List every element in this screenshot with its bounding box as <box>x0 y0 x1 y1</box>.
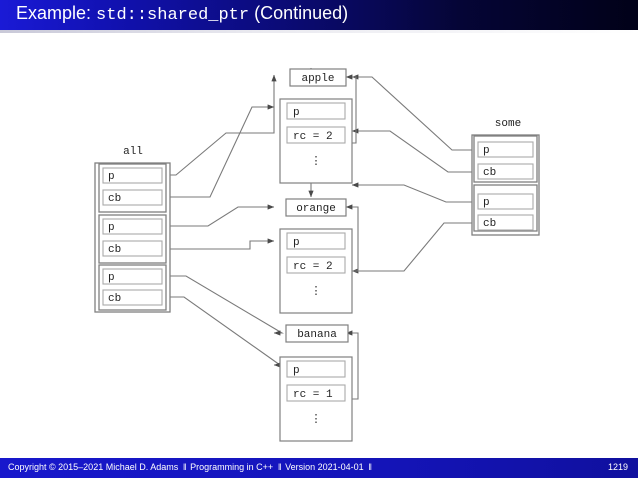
connector-all1cb-to-orange-cb <box>170 238 275 250</box>
object-orange-box <box>285 198 347 217</box>
container-all-label: all <box>123 146 143 158</box>
connector-all0cb-to-apple-cb <box>170 104 275 198</box>
all-group-1-field-cb-label: cb <box>108 244 121 256</box>
apple-control-block-field-p[interactable] <box>286 102 346 120</box>
shared-ptr-diagram: all p cb p cb p cb some <box>0 33 638 458</box>
container-some[interactable]: some p cb p cb <box>471 118 540 236</box>
connector-all2p-to-banana <box>170 275 285 336</box>
apple-control-block[interactable]: p rc = 2 ⋮ <box>279 98 353 184</box>
all-group-1-field-p[interactable] <box>102 218 163 235</box>
object-apple[interactable]: apple <box>289 68 347 87</box>
orange-control-block-field-rc-label: rc = 2 <box>293 261 333 273</box>
all-group-1-field-cb[interactable] <box>102 240 163 257</box>
slide-footer: Copyright © 2015–2021 Michael D. Adams ‖ P… <box>0 458 638 478</box>
orange-control-block-field-rc[interactable] <box>286 256 346 274</box>
footer-copyright: Copyright © 2015–2021 Michael D. Adams <box>8 462 179 472</box>
some-group-0[interactable]: p cb <box>473 135 538 183</box>
connector-all0p-to-apple <box>170 74 277 176</box>
apple-control-block-ellipsis: ⋮ <box>311 156 322 168</box>
all-group-2-field-cb[interactable] <box>102 289 163 306</box>
title-code: std::shared_ptr <box>96 6 250 25</box>
orange-control-block[interactable]: p rc = 2 ⋮ <box>279 228 353 314</box>
slide-title-bar: Example: std::shared_ptr (Continued) <box>0 0 638 30</box>
banana-control-block-field-rc-label: rc = 1 <box>293 389 333 401</box>
all-group-2-field-cb-label: cb <box>108 293 121 305</box>
container-some-label: some <box>495 118 521 130</box>
all-group-0-field-p[interactable] <box>102 167 163 184</box>
all-group-2-field-p[interactable] <box>102 268 163 285</box>
connector-some0p-to-apple <box>351 74 472 151</box>
orange-control-block-field-p-label: p <box>293 237 300 249</box>
object-banana-label: banana <box>297 329 337 341</box>
some-group-0-field-cb-label: cb <box>483 167 496 179</box>
footer-version: Version 2021-04-01 <box>285 462 364 472</box>
object-orange-label: orange <box>296 203 336 215</box>
some-group-1[interactable]: p cb <box>473 184 538 232</box>
some-group-1-field-p-label: p <box>483 197 490 209</box>
connector-some1cb-to-orange-cb <box>351 222 472 274</box>
container-all[interactable]: all p cb p cb p cb <box>94 146 171 313</box>
connector-some0cb-to-apple-cb <box>351 128 472 173</box>
apple-control-block-field-rc[interactable] <box>286 126 346 144</box>
object-banana-box <box>285 324 349 343</box>
apple-control-block-field-rc-label: rc = 2 <box>293 131 333 143</box>
footer-separator-3: ‖ <box>368 462 372 472</box>
some-group-1-field-cb-label: cb <box>483 218 496 230</box>
title-prefix: Example: <box>16 3 97 23</box>
page-title: Example: std::shared_ptr (Continued) <box>16 3 348 25</box>
all-group-0-field-p-label: p <box>108 171 115 183</box>
connector-all1p-to-orange <box>170 204 275 227</box>
orange-control-block-field-p[interactable] <box>286 232 346 250</box>
object-banana[interactable]: banana <box>285 324 349 343</box>
footer-page-number: 1219 <box>607 462 628 472</box>
footer-course: Programming in C++ <box>190 462 274 472</box>
banana-control-block[interactable]: p rc = 1 ⋮ <box>279 356 353 442</box>
some-group-0-field-cb[interactable] <box>477 163 534 180</box>
footer-separator-1: ‖ <box>183 462 186 472</box>
object-apple-box <box>289 68 347 87</box>
banana-control-block-ellipsis: ⋮ <box>311 414 322 426</box>
all-group-0[interactable]: p cb <box>98 163 167 213</box>
footer-separator-2: ‖ <box>278 462 281 472</box>
object-orange[interactable]: orange <box>285 198 347 217</box>
connector-all2cb-to-banana-cb <box>170 296 282 368</box>
all-group-2-field-p-label: p <box>108 272 115 284</box>
apple-control-block-field-p-label: p <box>293 107 300 119</box>
footer-left: Copyright © 2015–2021 Michael D. Adams ‖ P… <box>8 462 376 472</box>
all-group-0-field-cb[interactable] <box>102 189 163 206</box>
title-underline <box>0 30 638 33</box>
orange-control-block-ellipsis: ⋮ <box>311 286 322 298</box>
banana-control-block-field-p[interactable] <box>286 360 346 378</box>
all-group-1[interactable]: p cb <box>98 214 167 264</box>
banana-control-block-field-p-label: p <box>293 365 300 377</box>
some-group-1-field-cb[interactable] <box>477 214 534 231</box>
banana-control-block-field-rc[interactable] <box>286 384 346 402</box>
some-group-0-field-p-label: p <box>483 145 490 157</box>
all-group-2[interactable]: p cb <box>98 264 167 311</box>
title-suffix: (Continued) <box>249 3 349 23</box>
all-group-0-field-cb-label: cb <box>108 193 121 205</box>
some-group-0-field-p[interactable] <box>477 141 534 158</box>
some-group-1-field-p[interactable] <box>477 193 534 210</box>
all-group-1-field-p-label: p <box>108 222 115 234</box>
connector-some1p-to-orange <box>351 182 472 203</box>
object-apple-label: apple <box>301 73 334 85</box>
